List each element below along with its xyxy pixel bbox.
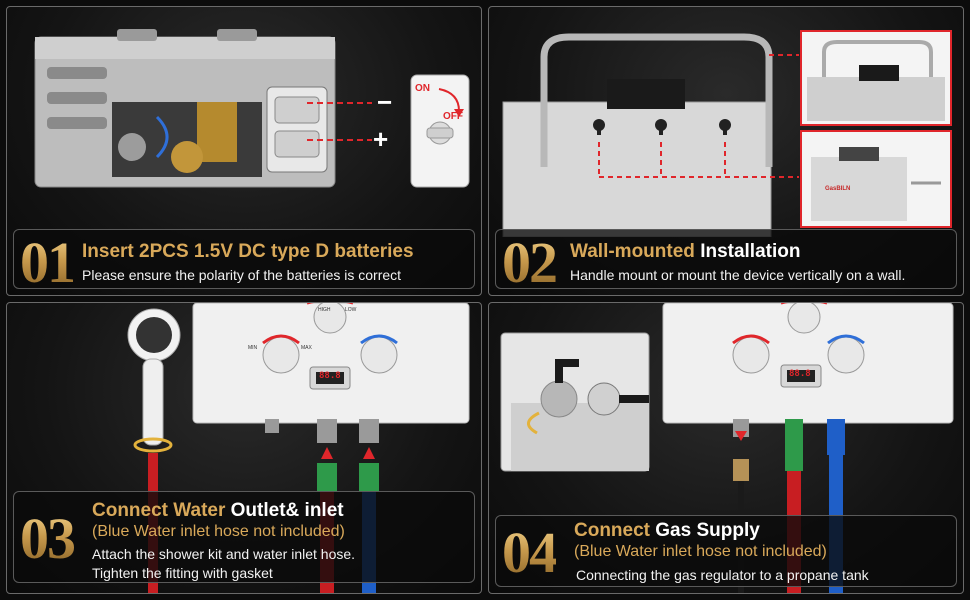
step-title-highlight: Wall-mounted [570,241,695,262]
wall-mount-illustration [502,30,952,237]
step-3-panel: HIGH LOW MIN MAX 88.8 03 Connect Water O… [6,302,482,594]
step-title-highlight: Connect Water [92,500,226,521]
brand-logo: GasBILN [825,186,851,192]
dial-low-label: LOW [345,307,357,313]
step-number: 02 [502,230,558,295]
step-4-caption: 04 Connect Gas Supply (Blue Water inlet … [495,515,957,587]
water-connection-illustration [127,303,470,593]
step-number: 04 [502,520,558,585]
battery-compartment-illustration [34,29,470,188]
minus-sign: − [377,87,393,117]
step-description: Connecting the gas regulator to a propan… [576,567,869,583]
step-3-caption: 03 Connect Water Outlet& inlet (Blue Wat… [13,491,475,583]
step-description: Handle mount or mount the device vertica… [570,267,906,283]
step-description: Please ensure the polarity of the batter… [82,267,402,283]
step-1-panel: − + ON OFF 01 Insert 2PCS 1.5V DC type D… [6,6,482,296]
step-description-line1: Attach the shower kit and water inlet ho… [92,546,356,562]
step-2-panel: GasBILN 02 Wall-mounted Installation Han… [488,6,964,296]
step-1-caption: 01 Insert 2PCS 1.5V DC type D batteries … [13,229,475,295]
step-2-caption: 02 Wall-mounted Installation Handle moun… [495,229,957,295]
step-note: (Blue Water inlet hose not included) [574,543,827,560]
switch-on-label: ON [415,83,430,94]
step-title: Outlet& inlet [230,500,344,521]
step-title-highlight: Connect [574,520,650,541]
plus-sign: + [373,124,389,154]
step-number: 01 [20,230,76,295]
step-title: Installation [700,241,801,262]
dial-max-label: MAX [301,345,312,351]
step-title: Gas Supply [655,520,760,541]
temperature-display: 88.8 [319,371,341,381]
dial-high-label: HIGH [318,307,331,313]
dial-min-label: MIN [248,345,258,351]
step-note: (Blue Water inlet hose not included) [92,523,345,540]
temperature-display: 88.8 [789,369,811,379]
switch-off-label: OFF [443,111,463,122]
step-number: 03 [20,506,76,571]
step-title: Insert 2PCS 1.5V DC type D batteries [82,241,414,262]
step-description-line2: Tighten the fitting with gasket [92,565,273,581]
step-4-panel: 88.8 04 Connect Gas Supply (Blue Water i… [488,302,964,594]
